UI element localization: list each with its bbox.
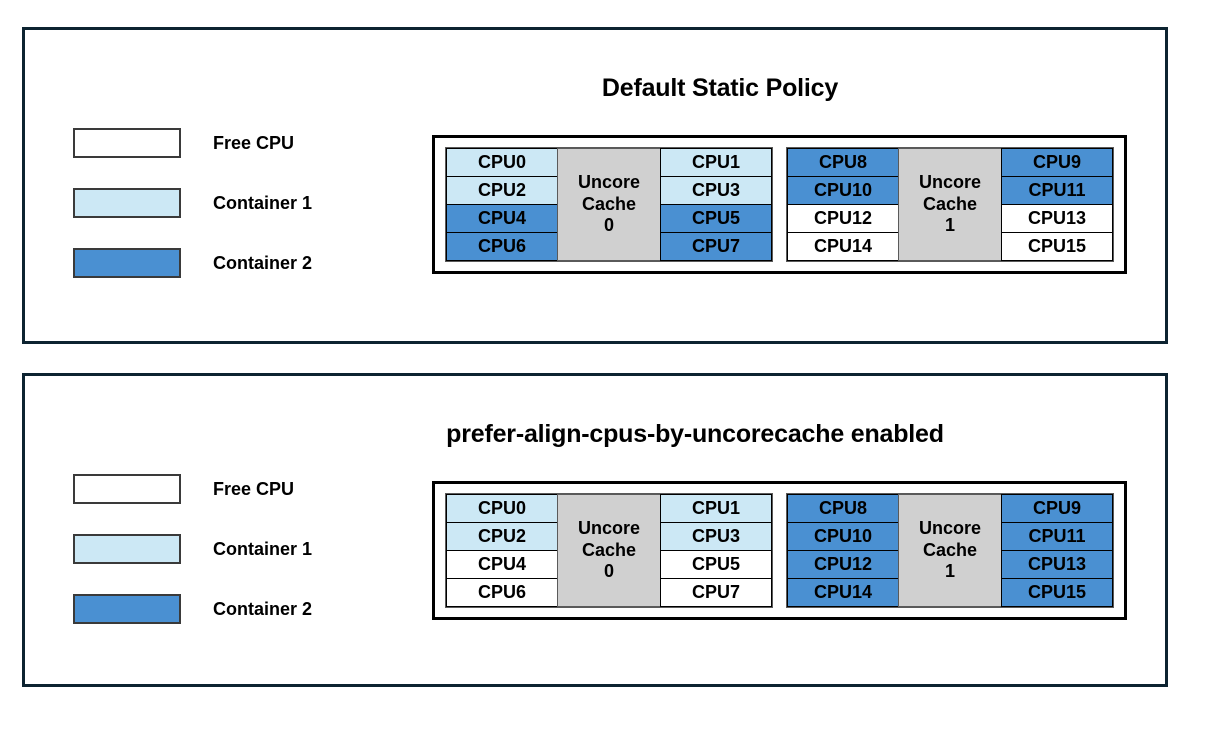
cpu-cell-cpu0: CPU0 [446, 494, 558, 523]
legend-item-container-2: Container 2 [73, 593, 312, 625]
cpu-cell-cpu0: CPU0 [446, 148, 558, 177]
uncore-cache-label-1: Uncore Cache 1 [898, 148, 1002, 261]
cpu-cell-cpu4: CPU4 [446, 204, 558, 233]
uncore-cache-label-1: Uncore Cache 1 [898, 494, 1002, 607]
cpu-cell-cpu9: CPU9 [1001, 148, 1113, 177]
cpu-cell-cpu8: CPU8 [787, 148, 899, 177]
uncore-cache-label-line2: Cache [581, 193, 637, 214]
panel-default-static-policy: Default Static Policy Free CPU Container… [22, 27, 1168, 344]
panel-prefer-align-cpus-by-uncorecache: prefer-align-cpus-by-uncorecache enabled… [22, 373, 1168, 687]
legend-swatch-container-1 [73, 188, 181, 218]
cpu-cell-cpu12: CPU12 [787, 550, 899, 579]
cpu-cell-cpu12: CPU12 [787, 204, 899, 233]
cpu-cell-cpu7: CPU7 [660, 232, 772, 261]
cpu-cell-cpu10: CPU10 [787, 522, 899, 551]
cpu-cell-cpu14: CPU14 [787, 578, 899, 607]
cpu-cell-cpu11: CPU11 [1001, 176, 1113, 205]
uncore-cache-label-line3: 0 [603, 215, 614, 236]
legend-item-container-1: Container 1 [73, 187, 312, 219]
cpu-cell-cpu5: CPU5 [660, 550, 772, 579]
cpu-cell-cpu6: CPU6 [446, 578, 558, 607]
legend-label-container-2: Container 2 [213, 252, 313, 273]
legend-label-free-cpu: Free CPU [213, 478, 295, 499]
legend-swatch-container-1 [73, 534, 181, 564]
cpu-cell-cpu2: CPU2 [446, 522, 558, 551]
legend: Free CPU Container 1 Container 2 [73, 127, 312, 307]
uncore-cache-label-line2: Cache [581, 539, 637, 560]
cpu-cell-cpu8: CPU8 [787, 494, 899, 523]
uncore-cache-label-0: Uncore Cache 0 [557, 148, 661, 261]
legend-swatch-free-cpu [73, 128, 181, 158]
uncore-cache-label-line3: 1 [944, 215, 955, 236]
page-title: prefer-align-cpus-by-uncorecache enabled [446, 420, 944, 448]
legend-swatch-container-2 [73, 594, 181, 624]
cpu-cell-cpu13: CPU13 [1001, 550, 1113, 579]
uncore-cache-label-line3: 1 [944, 561, 955, 582]
cpu-cell-cpu2: CPU2 [446, 176, 558, 205]
uncore-cache-label-0: Uncore Cache 0 [557, 494, 661, 607]
uncore-cache-label-line1: Uncore [577, 171, 640, 192]
legend-item-free-cpu: Free CPU [73, 127, 312, 159]
cpu-cell-cpu15: CPU15 [1001, 578, 1113, 607]
legend-swatch-container-2 [73, 248, 181, 278]
uncore-cache-label-line1: Uncore [577, 517, 640, 538]
cpu-cell-cpu10: CPU10 [787, 176, 899, 205]
uncore-cache-label-line1: Uncore [918, 171, 981, 192]
legend-label-container-1: Container 1 [213, 538, 313, 559]
cpu-cell-cpu5: CPU5 [660, 204, 772, 233]
legend-label-free-cpu: Free CPU [213, 132, 295, 153]
legend-swatch-free-cpu [73, 474, 181, 504]
uncore-cache-label-line2: Cache [922, 193, 978, 214]
cpu-cell-cpu11: CPU11 [1001, 522, 1113, 551]
cpu-cell-cpu9: CPU9 [1001, 494, 1113, 523]
cpu-cell-cpu14: CPU14 [787, 232, 899, 261]
cpu-cell-cpu1: CPU1 [660, 148, 772, 177]
uncore-cache-label-line3: 0 [603, 561, 614, 582]
cpu-cell-cpu3: CPU3 [660, 176, 772, 205]
legend: Free CPU Container 1 Container 2 [73, 473, 312, 653]
cpu-cell-cpu1: CPU1 [660, 494, 772, 523]
cpu-cell-cpu15: CPU15 [1001, 232, 1113, 261]
legend-label-container-2: Container 2 [213, 598, 313, 619]
cpu-cell-cpu4: CPU4 [446, 550, 558, 579]
cpu-cell-cpu13: CPU13 [1001, 204, 1113, 233]
uncore-cache-label-line2: Cache [922, 539, 978, 560]
legend-item-container-2: Container 2 [73, 247, 312, 279]
cpu-cell-cpu3: CPU3 [660, 522, 772, 551]
cpu-cell-cpu6: CPU6 [446, 232, 558, 261]
page-title: Default Static Policy [601, 74, 839, 102]
cpu-cell-cpu7: CPU7 [660, 578, 772, 607]
legend-item-free-cpu: Free CPU [73, 473, 312, 505]
legend-label-container-1: Container 1 [213, 192, 313, 213]
legend-item-container-1: Container 1 [73, 533, 312, 565]
uncore-cache-label-line1: Uncore [918, 517, 981, 538]
